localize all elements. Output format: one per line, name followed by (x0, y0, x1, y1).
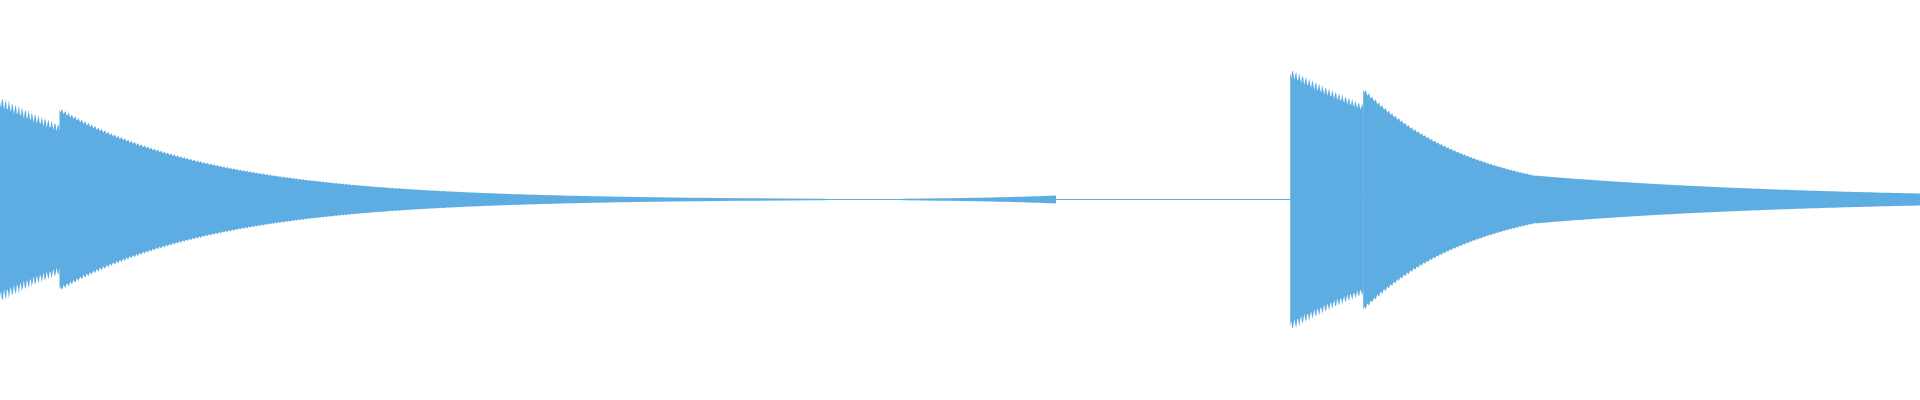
waveform-segment-clip-1-tail (902, 195, 1056, 204)
waveform-peaks (0, 70, 1920, 329)
waveform-segment-clip-1-decay (59, 109, 826, 290)
waveform-segment-clip-2-body (1363, 89, 1536, 310)
waveform-segment-clip-2-attack (1290, 70, 1364, 329)
waveform-segment-clip-2-sustain (1536, 175, 1920, 224)
waveform-segment-clip-1-attack (0, 99, 60, 300)
